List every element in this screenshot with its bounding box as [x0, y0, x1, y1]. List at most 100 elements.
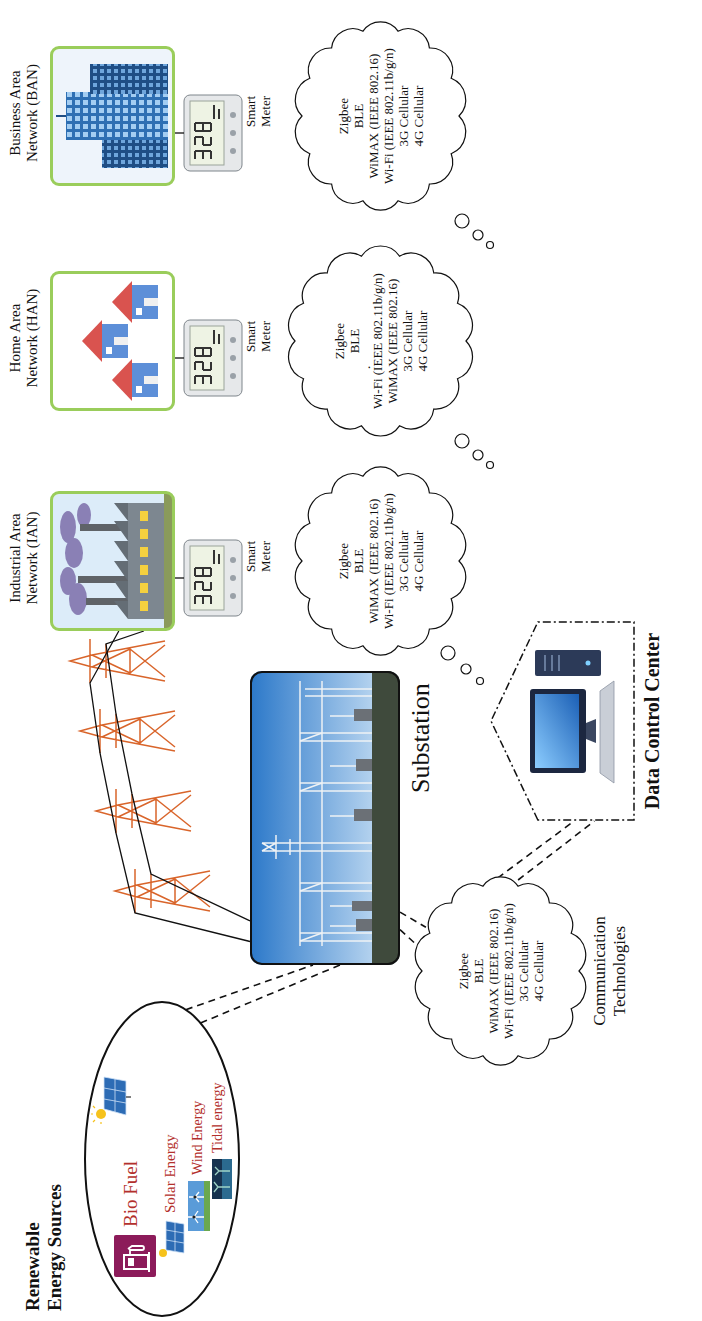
technology-item: 3G Cellular — [396, 48, 411, 184]
technology-item: WiMAX (IEEE 802.16) — [366, 48, 381, 184]
technology-item: WiMAX (IEEE 802.16) — [385, 273, 400, 409]
connector-line — [90, 631, 250, 942]
factory-picture — [53, 494, 172, 628]
smart-meter-device — [230, 148, 236, 154]
cloud-text: ZigbeeBLE.Wi-Fi (IEEE 802.11b/g/n)WiMAX … — [332, 273, 430, 409]
smart-meter-device — [184, 95, 242, 171]
biofuel-icon — [148, 1252, 150, 1272]
houses-picture — [114, 337, 128, 345]
smart-meter-device — [184, 320, 242, 396]
houses-picture — [112, 281, 158, 323]
cloud-text: ZigbeeBLEWiMAX (IEEE 802.16)Wi-Fi (IEEE … — [456, 903, 546, 1039]
solar-panel-icon — [96, 1109, 106, 1119]
factory-picture — [140, 601, 148, 611]
control-center-pentagon: Data Control Center — [490, 621, 635, 821]
smart-meter-device — [195, 105, 219, 159]
cloud-text: ZigbeeBLEWiMAX (IEEE 802.16)Wi-Fi (IEEE … — [336, 493, 426, 629]
smart-meter-device — [230, 130, 236, 136]
node-label: Smart Meter — [244, 63, 274, 127]
houses-picture — [112, 359, 132, 401]
technology-item: WiMAX (IEEE 802.16) — [486, 903, 501, 1039]
thought-bubble — [487, 242, 494, 249]
smart-meter: Smart Meter — [184, 540, 242, 616]
source-label: Wind Energy — [190, 1101, 206, 1175]
technology-item: BLE — [351, 493, 366, 629]
substation-photo — [354, 809, 372, 821]
substation-photo — [262, 835, 372, 859]
technology-item: BLE — [347, 273, 362, 409]
cloud-shape — [415, 877, 585, 1065]
connector-line — [498, 821, 574, 878]
houses-picture — [112, 281, 132, 323]
wind-energy-icon — [204, 1181, 210, 1231]
smart-meter-device — [230, 557, 236, 563]
biofuel-icon — [124, 1255, 148, 1269]
computer-picture — [545, 655, 559, 671]
thought-bubble — [487, 462, 494, 469]
solar-panel-icon — [91, 1077, 131, 1124]
technology-item: 4G Cellular — [411, 48, 426, 184]
factory-picture — [140, 547, 148, 557]
technology-item: 3G Cellular — [396, 493, 411, 629]
houses-picture — [144, 298, 158, 306]
pentagon-shape — [491, 622, 634, 820]
computer-picture — [586, 719, 596, 743]
thought-bubble — [473, 230, 483, 240]
technology-item: 4G Cellular — [411, 493, 426, 629]
factory-picture — [164, 494, 172, 628]
smart-meter-device — [230, 593, 236, 599]
power-feed-line — [186, 965, 340, 1023]
thought-bubble — [455, 214, 469, 228]
technology-cloud: ZigbeeBLE.Wi-Fi (IEEE 802.11b/g/n)WiMAX … — [286, 245, 475, 437]
technology-cloud: ZigbeeBLEWiMAX (IEEE 802.16)Wi-Fi (IEEE … — [293, 20, 468, 212]
substation-photo — [372, 671, 400, 965]
solar-panel-icon — [104, 1077, 126, 1115]
computer-picture — [600, 681, 614, 783]
substation-photo — [250, 671, 400, 965]
substation-photo — [356, 919, 372, 931]
substation-box: Substation — [250, 671, 400, 965]
node-label: Business Area Network (BAN) — [7, 54, 42, 172]
source-label: Tidal energy — [210, 1083, 226, 1153]
technology-item: Wi-Fi (IEEE 802.11b/g/n) — [370, 273, 385, 409]
source-label: Communication Technologies — [590, 896, 629, 1046]
solar-panel-icon — [126, 1096, 131, 1098]
smart-meter-device — [184, 95, 242, 171]
technology-item: 4G Cellular — [415, 273, 430, 409]
smart-meter-device — [184, 540, 242, 616]
node-label: Renewable Energy Sources — [22, 1161, 66, 1311]
wind-energy-icon — [187, 1181, 210, 1231]
houses-picture — [136, 386, 142, 393]
factory-picture — [140, 511, 148, 521]
smart-meter-device — [195, 330, 219, 384]
substation-photo — [352, 901, 372, 911]
cloud-text: ZigbeeBLEWiMAX (IEEE 802.16)Wi-Fi (IEEE … — [336, 48, 426, 184]
cloud-shape — [295, 22, 465, 210]
transmission-tower — [70, 639, 165, 683]
technology-item: Wi-Fi (IEEE 802.11b/g/n) — [381, 48, 396, 184]
pentagon-outline — [490, 621, 635, 821]
technology-item: Wi-Fi (IEEE 802.11b/g/n) — [381, 493, 396, 629]
wind-energy-icon — [192, 1215, 195, 1218]
thought-bubble — [477, 678, 484, 685]
solar-panel-icon — [166, 1221, 184, 1253]
technology-cloud: ZigbeeBLEWiMAX (IEEE 802.16)Wi-Fi (IEEE … — [413, 875, 588, 1067]
area-network-box: Industrial Area Network (IAN) — [50, 491, 175, 631]
tidal-energy-icon — [222, 1159, 232, 1199]
smart-meter-device — [230, 112, 236, 118]
cloud-shape — [295, 467, 465, 655]
substation-photo — [262, 681, 372, 946]
smart-meter-device — [184, 540, 242, 616]
thought-bubble — [473, 450, 483, 460]
node-label: Home Area Network (HAN) — [7, 279, 42, 397]
area-network-box: Home Area Network (HAN) — [50, 271, 175, 411]
substation-photo — [352, 709, 372, 931]
office-tower-picture — [53, 49, 172, 183]
technology-item: BLE — [471, 903, 486, 1039]
technology-item: WiMAX (IEEE 802.16) — [366, 493, 381, 629]
substation-photo — [354, 709, 372, 721]
factory-picture — [60, 511, 76, 543]
node-label: Smart Meter — [244, 508, 274, 572]
transmission-tower — [70, 639, 165, 683]
